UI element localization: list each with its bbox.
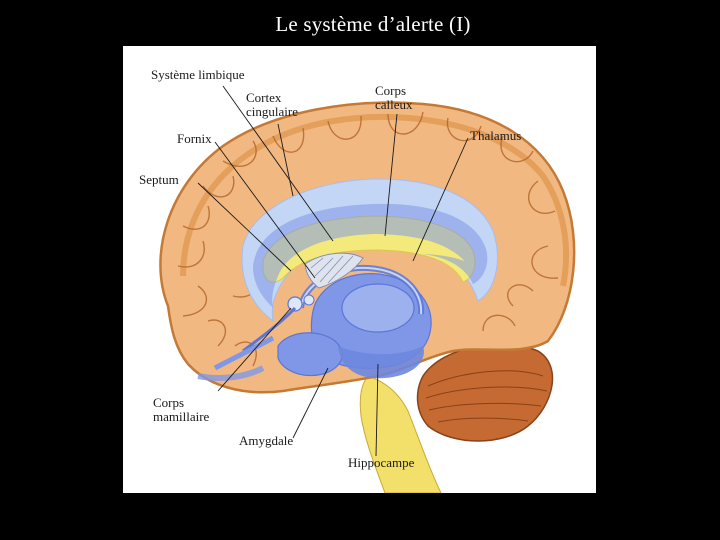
label-amygdale: Amygdale — [239, 433, 294, 448]
amygdala — [277, 332, 343, 377]
brain-diagram: Système limbique Cortex cingulaire Corps… — [123, 46, 596, 493]
slide-title: Le système d’alerte (I) — [275, 12, 471, 36]
label-fornix: Fornix — [177, 131, 212, 146]
label-corps-mamillaire-line2: mamillaire — [153, 409, 210, 424]
mamillary-body — [287, 296, 303, 312]
hippocampus-tail — [338, 346, 424, 379]
brainstem — [359, 375, 442, 493]
label-cortex-cingulaire: Cortex cingulaire — [246, 91, 298, 119]
label-thalamus: Thalamus — [470, 128, 522, 143]
septum — [304, 252, 364, 289]
label-systeme-limbique: Système limbique — [151, 67, 245, 82]
leader-lines — [197, 85, 469, 457]
cerebellum — [416, 343, 554, 442]
label-cortex-cingulaire-line1: Cortex — [246, 90, 282, 105]
label-corps-mamillaire-line1: Corps — [153, 395, 185, 410]
label-corps-calleux: Corps calleux — [375, 84, 413, 112]
label-septum: Septum — [139, 172, 179, 187]
label-corps-calleux-line1: Corps — [375, 83, 407, 98]
label-corps-calleux-line2: calleux — [375, 97, 413, 112]
label-corps-mamillaire: Corps mamillaire — [153, 396, 209, 424]
thalamus — [341, 283, 415, 333]
label-cortex-cingulaire-line2: cingulaire — [246, 104, 298, 119]
brain-illustration — [159, 85, 576, 493]
limbic-blue-band — [253, 203, 488, 308]
label-hippocampe: Hippocampe — [348, 455, 415, 470]
